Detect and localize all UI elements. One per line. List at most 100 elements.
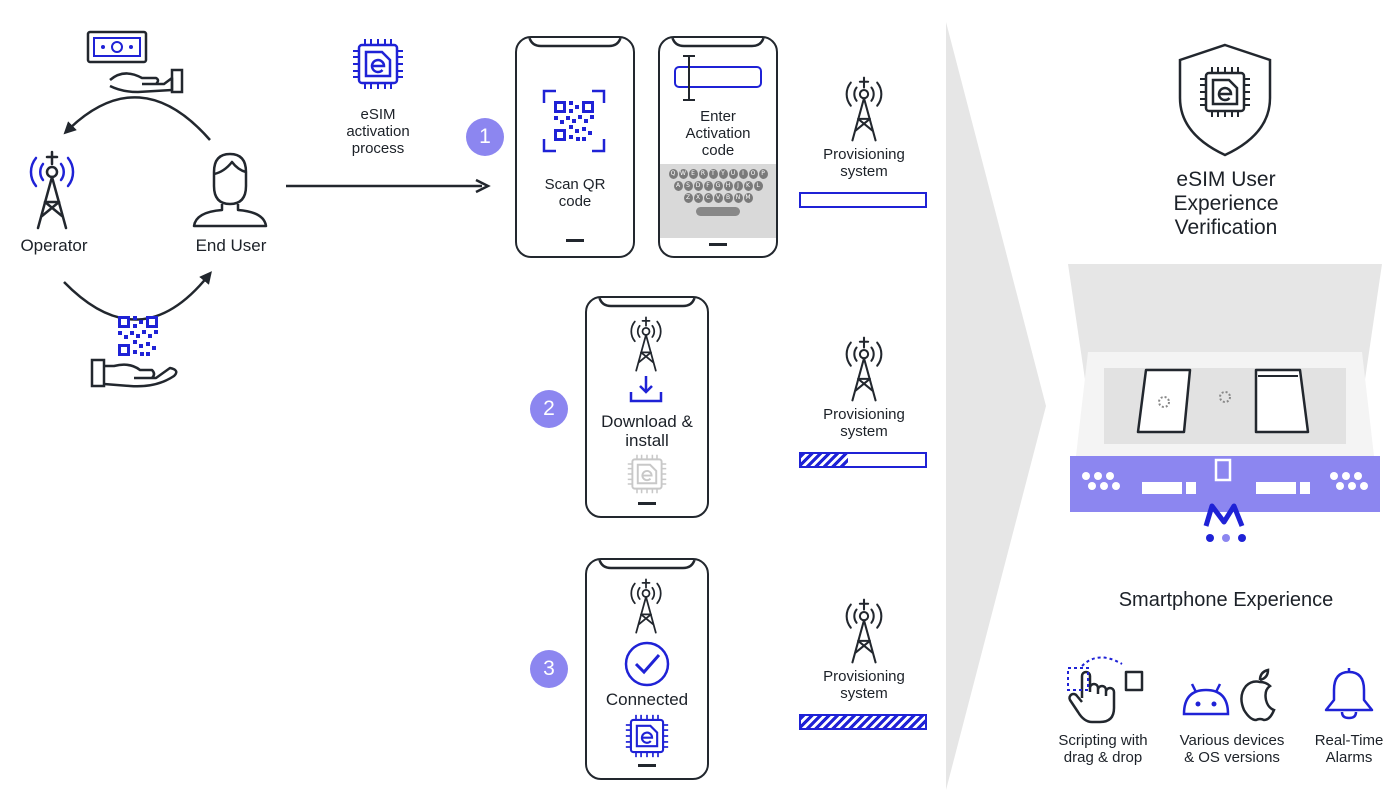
keyboard-key[interactable]: A xyxy=(673,181,683,191)
keyboard-key[interactable]: W xyxy=(678,169,688,179)
provisioning-tower-icon xyxy=(836,336,892,402)
keyboard-key[interactable]: R xyxy=(698,169,708,179)
keyboard-key[interactable]: Q xyxy=(668,169,678,179)
qr-code-icon xyxy=(118,316,158,356)
money-icon xyxy=(86,30,148,64)
test-box-lid xyxy=(1068,264,1382,456)
hand-icon xyxy=(90,358,178,388)
provisioning-progress-bar xyxy=(799,452,927,468)
keyboard-spacebar[interactable] xyxy=(696,207,740,216)
provisioning-label: Provisioning system xyxy=(823,406,905,440)
feature-label: Various devices & OS versions xyxy=(1179,732,1285,766)
provisioning-tower-icon xyxy=(836,76,892,142)
keyboard-key[interactable]: C xyxy=(703,193,713,203)
provisioning-progress-bar xyxy=(799,192,927,208)
drag-drop-icon xyxy=(1067,656,1144,724)
keyboard-key[interactable]: B xyxy=(723,193,733,203)
keyboard-key[interactable]: K xyxy=(743,181,753,191)
qr-scan-icon xyxy=(542,89,606,153)
phone-notch xyxy=(671,38,765,48)
keyboard-key[interactable]: O xyxy=(748,169,758,179)
keyboard-key[interactable]: I xyxy=(738,169,748,179)
scan-qr-label: Scan QR code xyxy=(544,176,606,210)
activation-code-input[interactable] xyxy=(674,66,762,88)
keyboard-key[interactable]: V xyxy=(713,193,723,203)
right-panel-title: eSIM User Experience Verification xyxy=(1173,168,1279,239)
download-icon xyxy=(629,376,663,403)
check-circle-icon xyxy=(624,641,670,687)
keyboard-key[interactable]: H xyxy=(723,181,733,191)
process-arrow xyxy=(286,178,491,194)
keyboard-key[interactable]: S xyxy=(683,181,693,191)
home-bar xyxy=(709,243,727,246)
shield-esim-icon xyxy=(1178,43,1272,157)
provisioning-label: Provisioning system xyxy=(823,146,905,180)
esim-chip-icon xyxy=(627,454,667,494)
text-cursor-icon xyxy=(683,55,695,101)
feature-label: Real-Time Alarms xyxy=(1314,732,1384,766)
keyboard-key[interactable]: P xyxy=(758,169,768,179)
provisioning-label: Provisioning system xyxy=(823,668,905,702)
cycle-diagram: Operator End User xyxy=(0,0,300,420)
android-apple-icon xyxy=(1182,668,1276,722)
feature-label: Scripting with drag & drop xyxy=(1058,732,1148,766)
home-bar xyxy=(638,502,656,505)
device-label: Smartphone Experience xyxy=(1118,589,1334,611)
phone-notch xyxy=(528,38,622,48)
step-badge: 2 xyxy=(530,390,568,428)
keyboard-key[interactable]: N xyxy=(733,193,743,203)
operator-tower-icon xyxy=(22,150,82,230)
phone-device-icon xyxy=(1254,368,1310,434)
hand-icon xyxy=(109,68,184,94)
provisioning-tower-icon xyxy=(836,598,892,664)
loading-spinner-icon xyxy=(1219,391,1231,403)
keyboard-key[interactable]: G xyxy=(713,181,723,191)
step-badge: 1 xyxy=(466,118,504,156)
user-icon xyxy=(192,152,268,228)
tower-icon xyxy=(623,578,669,634)
phone-scan-qr: Scan QR code xyxy=(515,36,635,258)
home-bar xyxy=(638,764,656,767)
home-bar xyxy=(566,239,584,242)
keyboard-key[interactable]: T xyxy=(708,169,718,179)
keyboard-key[interactable]: L xyxy=(753,181,763,191)
phone-notch xyxy=(598,560,696,570)
test-box-front-strip xyxy=(1070,456,1380,512)
phone-connected: Connected xyxy=(585,558,709,780)
cycle-arrows xyxy=(63,96,212,321)
enter-code-label: Enter Activation code xyxy=(685,108,751,159)
end-user-label: End User xyxy=(195,236,267,255)
brand-logo-icon xyxy=(1184,503,1268,552)
keyboard-key[interactable]: Z xyxy=(683,193,693,203)
keyboard-key[interactable]: U xyxy=(728,169,738,179)
tower-icon xyxy=(623,316,669,372)
keyboard-key[interactable]: E xyxy=(688,169,698,179)
keyboard-key[interactable]: J xyxy=(733,181,743,191)
connected-label: Connected xyxy=(605,690,689,709)
phone-notch xyxy=(598,298,696,308)
progress-fill xyxy=(801,454,849,466)
keyboard-key[interactable]: X xyxy=(693,193,703,203)
bell-icon xyxy=(1324,668,1374,720)
step-badge: 3 xyxy=(530,650,568,688)
phone-device-icon xyxy=(1136,368,1192,434)
provisioning-progress-bar xyxy=(799,714,927,730)
transition-arrow xyxy=(946,22,1046,790)
download-install-label: Download & install xyxy=(601,412,693,450)
esim-process-label: eSIM activation process xyxy=(346,106,410,157)
phone-download-install: Download & install xyxy=(585,296,709,518)
esim-chip-icon xyxy=(352,38,404,90)
test-box xyxy=(1058,260,1392,552)
keyboard-key[interactable]: Y xyxy=(718,169,728,179)
keyboard-key[interactable]: D xyxy=(693,181,703,191)
operator-label: Operator xyxy=(20,236,88,255)
progress-fill xyxy=(801,716,925,728)
keyboard-key[interactable]: M xyxy=(743,193,753,203)
keyboard-key[interactable]: F xyxy=(703,181,713,191)
